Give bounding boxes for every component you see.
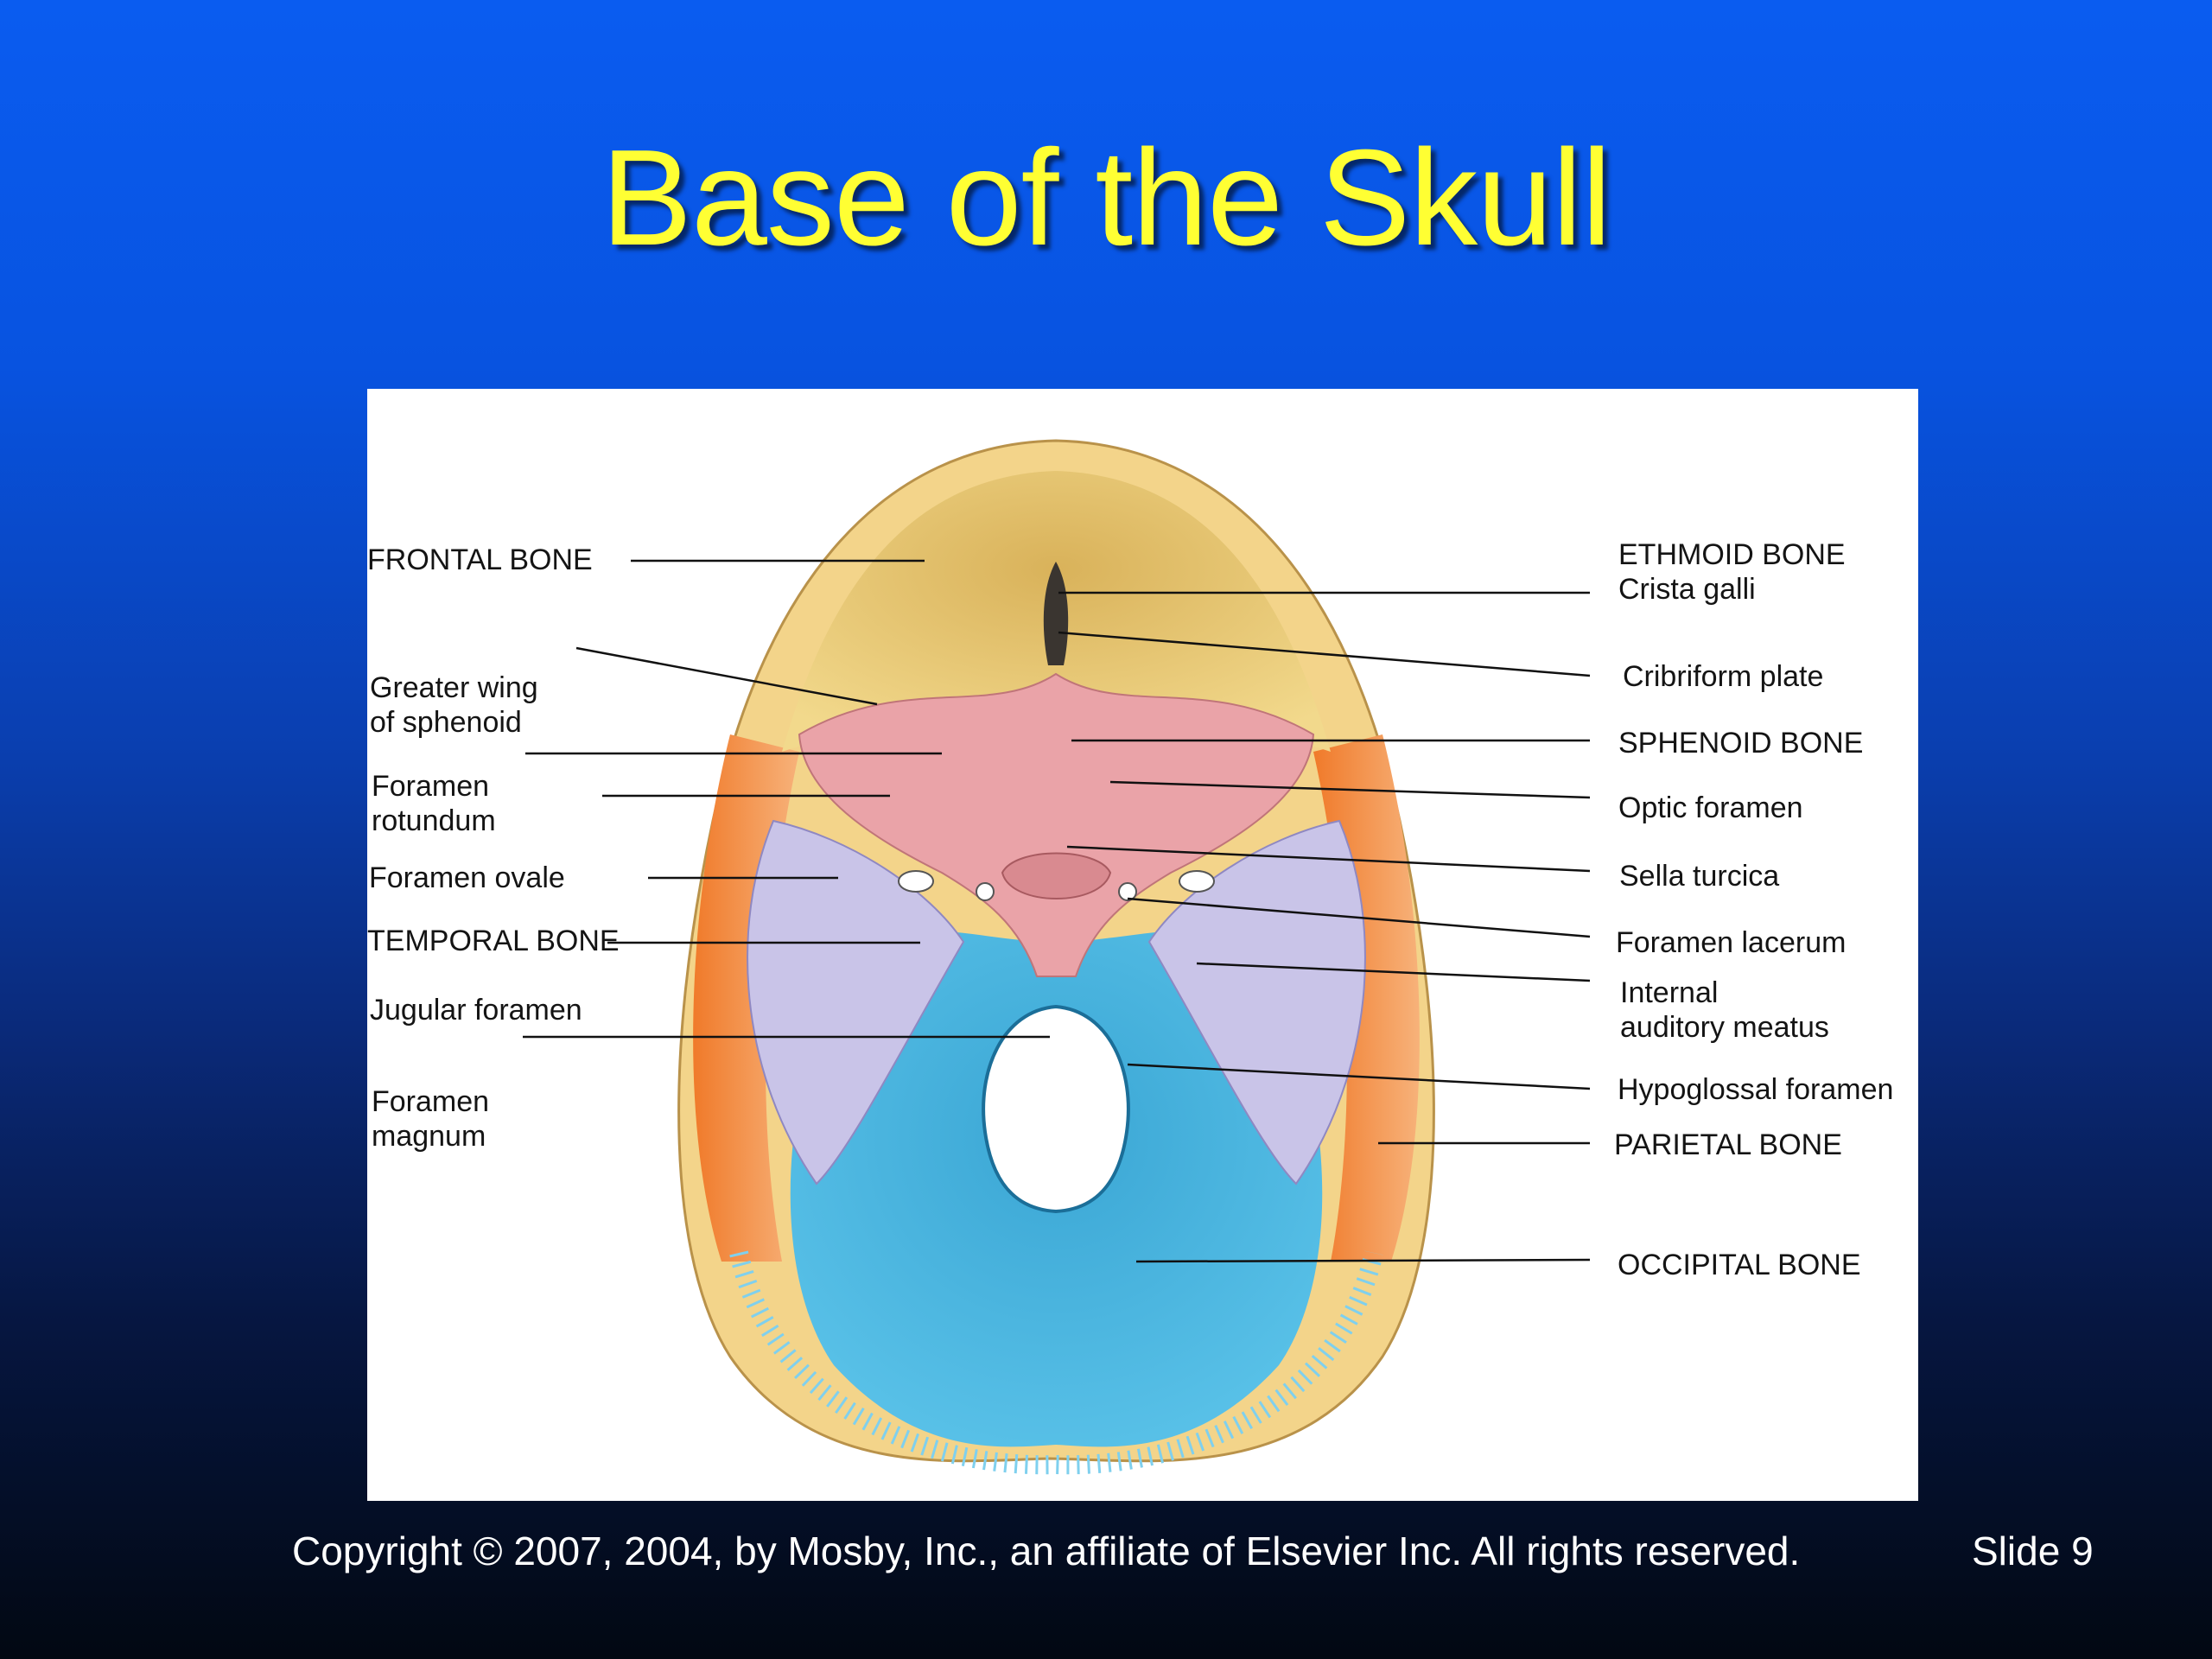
slide-number: Slide 9 [1972, 1529, 2094, 1573]
label-cribriform-plate: Cribriform plate [1623, 660, 1824, 693]
label-sphenoid-bone: SPHENOID BONE [1618, 727, 1864, 760]
skull-base-figure: FRONTAL BONE Greater wing of sphenoid Fo… [367, 389, 1918, 1501]
label-hypoglossal-foramen: Hypoglossal foramen [1618, 1073, 1894, 1106]
slide-title: Base of the Skull [601, 122, 1612, 274]
right-leader-lines [1058, 591, 1591, 1263]
label-parietal-bone: PARIETAL BONE [1614, 1128, 1842, 1161]
label-foramen-rotundum: Foramen rotundum [372, 770, 496, 837]
left-leader-lines [523, 559, 1050, 1039]
label-ethmoid-bone-crista-galli: ETHMOID BONE Crista galli [1618, 538, 1846, 606]
copyright-notice: Copyright © 2007, 2004, by Mosby, Inc., … [292, 1529, 1801, 1573]
temporal-bone-region [747, 819, 965, 1185]
label-foramen-lacerum: Foramen lacerum [1616, 926, 1847, 959]
label-occipital-bone: OCCIPITAL BONE [1618, 1249, 1861, 1281]
label-internal-auditory-meatus: Internal auditory meatus [1620, 976, 1829, 1044]
label-sella-turcica: Sella turcica [1619, 860, 1780, 893]
sphenoid-bone-region [798, 672, 1315, 977]
ethmoid-crista-galli [1043, 562, 1069, 665]
foramen-magnum-hole [982, 1004, 1130, 1214]
label-foramen-ovale: Foramen ovale [369, 861, 565, 894]
label-jugular-foramen: Jugular foramen [370, 994, 582, 1027]
label-greater-wing-of-sphenoid: Greater wing of sphenoid [370, 671, 538, 739]
skull-base-illustration [523, 439, 1591, 1475]
sella-turcica-shape [1001, 852, 1112, 899]
label-frontal-bone: FRONTAL BONE [367, 543, 593, 576]
label-foramen-magnum: Foramen magnum [372, 1085, 490, 1153]
label-optic-foramen: Optic foramen [1618, 791, 1803, 824]
label-temporal-bone: TEMPORAL BONE [367, 925, 620, 957]
